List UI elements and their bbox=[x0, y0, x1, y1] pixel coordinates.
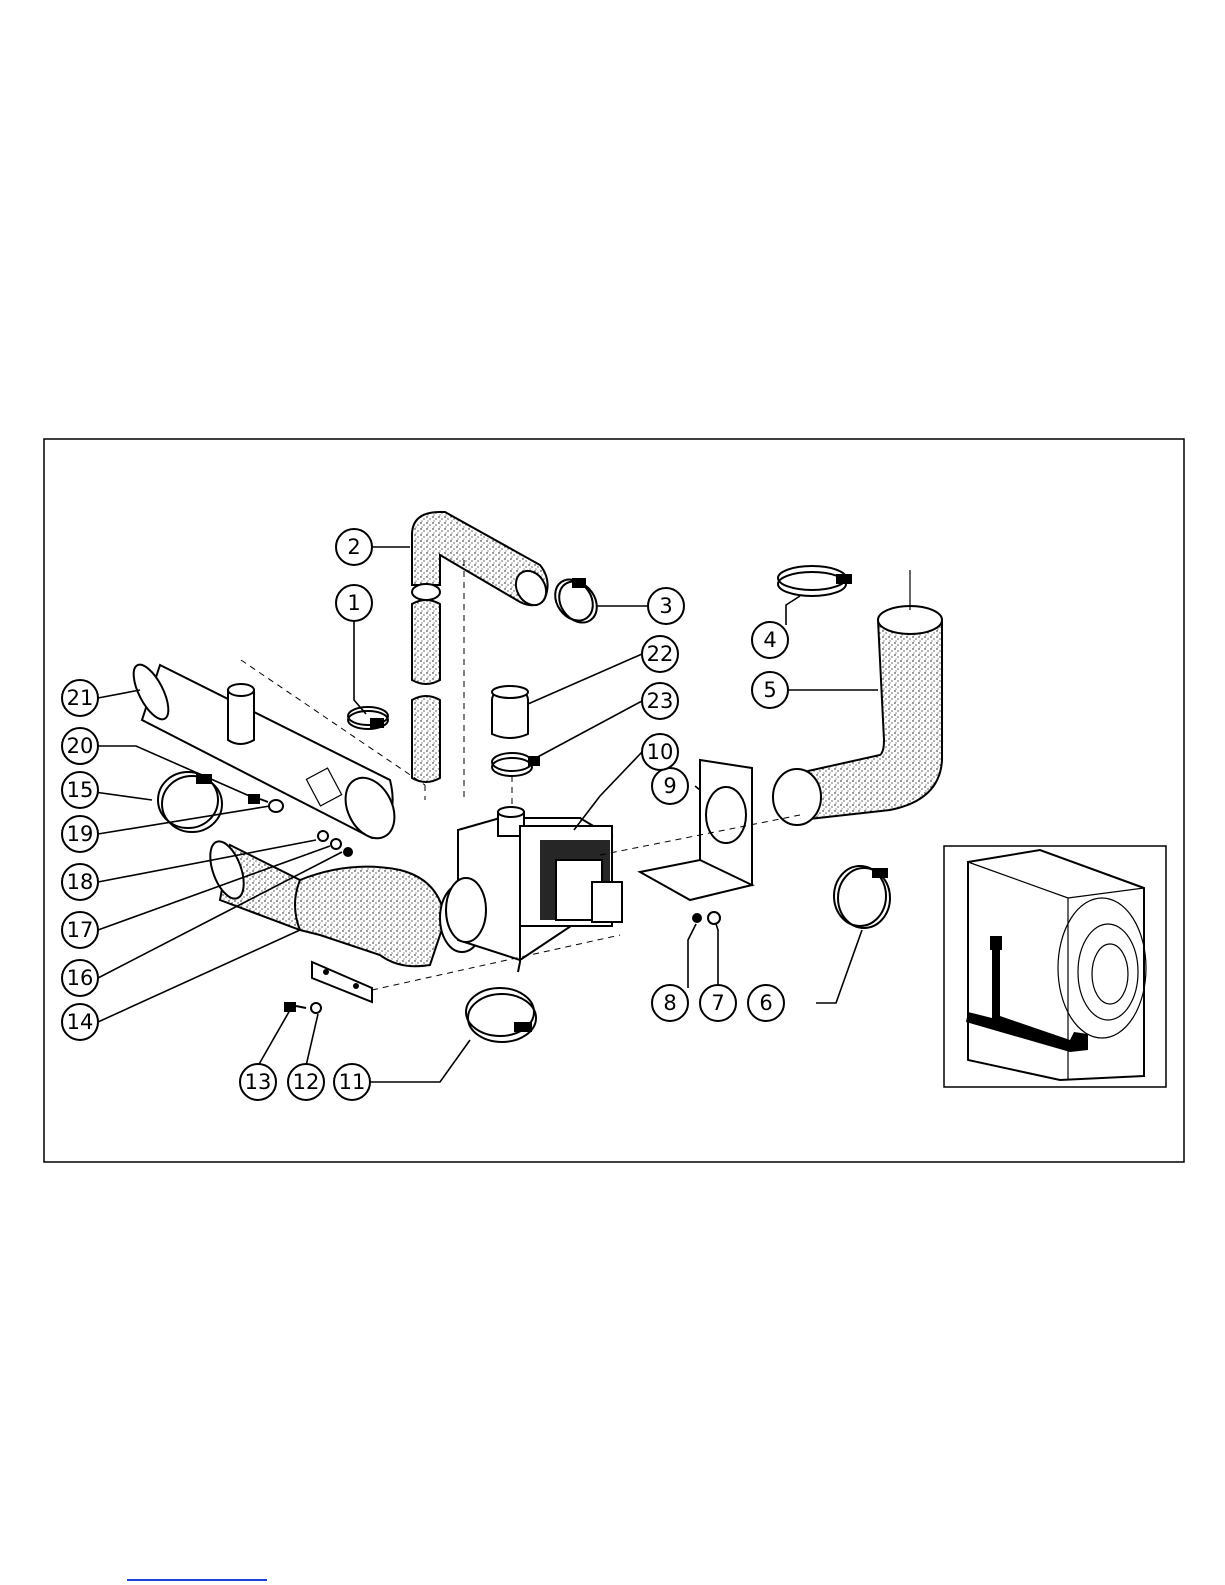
callout-label-12: 12 bbox=[293, 1070, 320, 1094]
callout-label-14: 14 bbox=[67, 1010, 94, 1034]
callout-label-17: 17 bbox=[67, 918, 94, 942]
callout-2: 2 bbox=[336, 529, 372, 565]
callout-12: 12 bbox=[288, 1064, 324, 1100]
callout-label-1: 1 bbox=[347, 591, 360, 615]
callout-label-6: 6 bbox=[759, 991, 772, 1015]
nuts-parts-7-8 bbox=[692, 912, 720, 924]
callout-label-22: 22 bbox=[647, 642, 674, 666]
callout-label-3: 3 bbox=[659, 594, 672, 618]
callout-18: 18 bbox=[62, 864, 98, 900]
callout-9: 9 bbox=[652, 768, 688, 804]
callout-label-18: 18 bbox=[67, 870, 94, 894]
callout-label-8: 8 bbox=[663, 991, 676, 1015]
callout-3: 3 bbox=[648, 588, 684, 624]
callout-label-10: 10 bbox=[647, 740, 674, 764]
hose-clamp-part-1 bbox=[348, 707, 388, 729]
callout-label-16: 16 bbox=[67, 966, 94, 990]
callout-20: 20 bbox=[62, 728, 98, 764]
callout-17: 17 bbox=[62, 912, 98, 948]
hose-clamp-part-3 bbox=[547, 572, 604, 630]
hose-clamp-part-4 bbox=[778, 566, 852, 596]
callout-label-23: 23 bbox=[647, 689, 674, 713]
hose-clamp-part-6 bbox=[834, 866, 890, 928]
callout-label-21: 21 bbox=[67, 686, 94, 710]
callout-label-7: 7 bbox=[711, 991, 724, 1015]
callout-11: 11 bbox=[334, 1064, 370, 1100]
callout-13: 13 bbox=[240, 1064, 276, 1100]
callout-label-9: 9 bbox=[663, 774, 676, 798]
callout-label-20: 20 bbox=[67, 734, 94, 758]
callout-label-2: 2 bbox=[347, 535, 360, 559]
callout-21: 21 bbox=[62, 680, 98, 716]
callout-23: 23 bbox=[642, 683, 678, 719]
callout-label-13: 13 bbox=[245, 1070, 272, 1094]
hose-elbow-part-2 bbox=[412, 512, 552, 611]
callout-16: 16 bbox=[62, 960, 98, 996]
callout-14: 14 bbox=[62, 1004, 98, 1040]
hose-clamp-part-11 bbox=[466, 988, 536, 1042]
callout-15: 15 bbox=[62, 772, 98, 808]
callout-4: 4 bbox=[752, 622, 788, 658]
tee-pipe-part-21 bbox=[127, 660, 425, 847]
callout-label-5: 5 bbox=[763, 678, 776, 702]
callout-7: 7 bbox=[700, 985, 736, 1021]
callout-label-4: 4 bbox=[763, 628, 776, 652]
callout-10: 10 bbox=[642, 734, 678, 770]
cap-part-22 bbox=[492, 686, 528, 738]
callout-19: 19 bbox=[62, 816, 98, 852]
callout-label-19: 19 bbox=[67, 822, 94, 846]
inset-machine-view bbox=[944, 846, 1166, 1087]
callout-22: 22 bbox=[642, 636, 678, 672]
callout-label-11: 11 bbox=[339, 1070, 366, 1094]
callout-5: 5 bbox=[752, 672, 788, 708]
footer-link-underline[interactable] bbox=[127, 1579, 267, 1581]
callout-6: 6 bbox=[748, 985, 784, 1021]
hose-clamp-part-23 bbox=[492, 753, 540, 808]
mounting-bracket-part-9 bbox=[600, 760, 800, 900]
callout-8: 8 bbox=[652, 985, 688, 1021]
callout-1: 1 bbox=[336, 585, 372, 621]
hose-elbow-part-5 bbox=[773, 570, 942, 825]
callout-label-15: 15 bbox=[67, 778, 94, 802]
